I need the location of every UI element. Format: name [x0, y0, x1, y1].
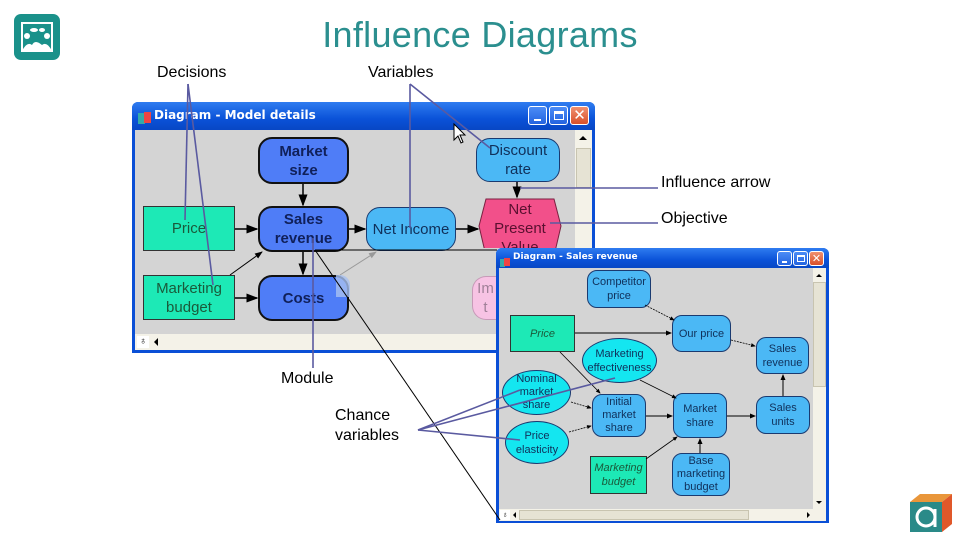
callout-objective: Objective	[661, 210, 728, 227]
node-price[interactable]: Price	[143, 206, 235, 251]
scroll-left-icon[interactable]	[513, 512, 516, 518]
minimize-button[interactable]	[777, 251, 792, 266]
node-marketing-budget[interactable]: Marketing budget	[590, 456, 647, 494]
node-competitor-price[interactable]: Competitor price	[587, 270, 651, 308]
scroll-thumb[interactable]	[576, 148, 591, 188]
callout-variables: Variables	[368, 64, 434, 81]
pan-tool-icon[interactable]: ♁	[137, 336, 149, 348]
pan-tool-icon[interactable]: ♁	[500, 510, 510, 520]
node-price[interactable]: Price	[510, 315, 575, 352]
scroll-up-icon[interactable]	[579, 136, 587, 140]
analytica-cube-logo	[908, 492, 954, 539]
node-market-size[interactable]: Market size	[258, 137, 349, 184]
horizontal-scrollbar[interactable]: ♁	[499, 509, 826, 521]
node-our-price[interactable]: Our price	[672, 315, 731, 352]
maximize-icon	[797, 255, 805, 262]
scroll-down-icon[interactable]	[816, 501, 822, 504]
vertical-scrollbar[interactable]	[813, 268, 826, 509]
people-icon	[21, 22, 53, 52]
titlebar[interactable]: Diagram - Model details ✕	[132, 102, 595, 130]
node-initial-market-share[interactable]: Initial market share	[592, 394, 646, 437]
scroll-thumb[interactable]	[813, 282, 826, 387]
analytica-app-icon	[500, 253, 510, 272]
analytica-people-logo	[14, 14, 60, 60]
close-button[interactable]: ✕	[570, 106, 589, 125]
minimize-icon	[782, 261, 787, 263]
scroll-left-icon[interactable]	[154, 338, 158, 346]
node-net-present-value[interactable]: Net Present Value	[478, 198, 562, 248]
node-nominal-market-share[interactable]: Nominal market share	[502, 370, 571, 415]
node-discount-rate[interactable]: Discount rate	[476, 138, 560, 182]
callout-decisions: Decisions	[157, 64, 227, 81]
node-price-elasticity[interactable]: Price elasticity	[505, 421, 569, 464]
callout-chance-variables-2: variables	[335, 427, 400, 444]
node-sales-revenue-module[interactable]: Sales revenue	[258, 206, 349, 252]
scroll-up-icon[interactable]	[816, 274, 822, 277]
node-shadow	[336, 275, 350, 297]
callout-influence-arrow: Influence arrow	[661, 174, 771, 191]
maximize-button[interactable]	[549, 106, 568, 125]
minimize-button[interactable]	[528, 106, 547, 125]
window-title: Diagram - Sales revenue	[513, 252, 638, 262]
minimize-icon	[534, 119, 541, 121]
callout-chance-variables-1: Chance	[335, 407, 391, 424]
scroll-thumb[interactable]	[519, 510, 749, 520]
close-icon: ✕	[573, 106, 586, 124]
node-net-income[interactable]: Net Income	[366, 207, 456, 251]
node-market-share[interactable]: Market share	[673, 393, 727, 438]
analytica-app-icon	[138, 110, 151, 129]
close-button[interactable]: ✕	[809, 251, 824, 266]
titlebar[interactable]: Diagram - Sales revenue ✕	[496, 248, 829, 268]
scroll-right-icon[interactable]	[807, 512, 810, 518]
close-icon: ✕	[811, 252, 822, 265]
node-marketing-effectiveness[interactable]: Marketing effectiveness	[582, 338, 657, 383]
node-sales-units[interactable]: Sales units	[756, 396, 810, 434]
node-sales-revenue[interactable]: Sales revenue	[756, 337, 809, 374]
node-marketing-budget[interactable]: Marketing budget	[143, 275, 235, 320]
callout-module: Module	[281, 370, 334, 387]
node-partially-hidden[interactable]: Im t	[472, 276, 498, 320]
maximize-button[interactable]	[793, 251, 808, 266]
window-sales-revenue: Diagram - Sales revenue ✕ ♁	[496, 248, 829, 523]
window-title: Diagram - Model details	[154, 108, 316, 122]
node-base-marketing-budget[interactable]: Base marketing budget	[672, 453, 730, 496]
slide-title: Influence Diagrams	[322, 14, 638, 55]
maximize-icon	[554, 111, 564, 120]
